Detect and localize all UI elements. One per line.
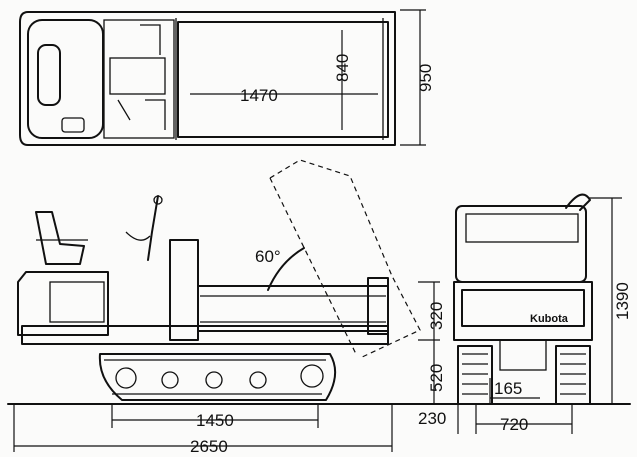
dim-60deg: 60° <box>255 247 281 266</box>
dim-950: 950 <box>416 64 435 92</box>
top-view <box>19 9 426 146</box>
dim-320: 320 <box>427 302 446 330</box>
dim-720: 720 <box>500 415 528 434</box>
brand-label: Kubota <box>530 313 569 325</box>
front-view <box>453 193 622 434</box>
side-view <box>7 159 631 452</box>
dim-165: 165 <box>494 379 522 398</box>
track-left <box>457 345 493 405</box>
seat-side <box>35 211 85 265</box>
seat-top <box>37 44 61 106</box>
track-side <box>98 353 337 401</box>
dim-230: 230 <box>418 409 446 428</box>
dim-2650: 2650 <box>190 437 228 456</box>
track-right <box>555 345 591 405</box>
dim-1390: 1390 <box>613 282 632 320</box>
dim-840: 840 <box>333 54 352 82</box>
dim-1450: 1450 <box>196 411 234 430</box>
dim-520: 520 <box>427 364 446 392</box>
dim-1470: 1470 <box>240 86 278 105</box>
